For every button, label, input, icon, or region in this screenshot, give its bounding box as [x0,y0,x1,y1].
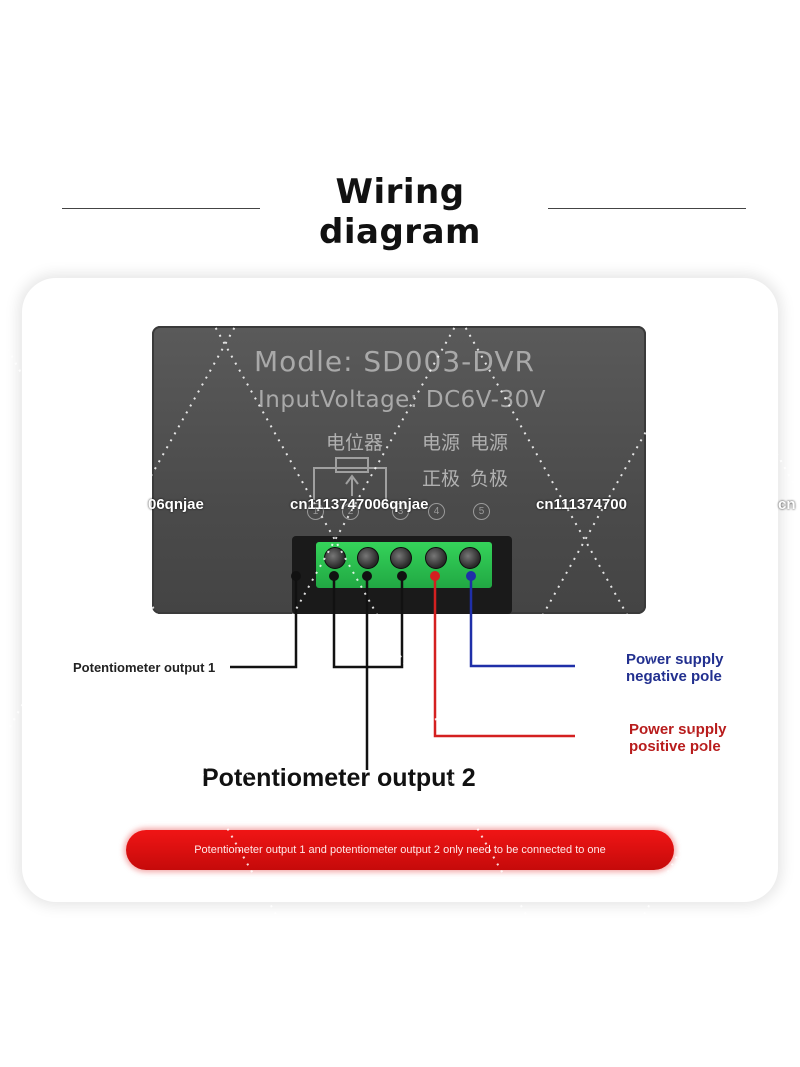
label-pot-output-2: Potentiometer output 2 [202,764,476,792]
wire-dot-2 [329,571,339,581]
title-rule-left [62,208,260,209]
terminal-screw-5 [459,547,481,569]
terminal-screw-2 [357,547,379,569]
terminal-number-3: 3 [392,503,409,520]
title-line-1: Wiring [335,172,465,212]
wire-dot-4 [397,571,407,581]
watermark-text-4: cn [778,496,796,513]
label-power-negative: Power supply negative pole [626,651,724,685]
device-label-positive: 正极 [422,468,461,490]
terminal-number-5: 5 [473,503,490,520]
terminal-screw-4 [425,547,447,569]
device-label-negative: 负极 [470,468,509,490]
watermark-text-2: cn1113747006qnjae [290,496,429,513]
label-power-negative-line2: negative pole [626,668,722,685]
watermark-text-3: cn111374700 [536,496,627,513]
diagram-title: Wiring diagram [0,172,800,252]
wire-dot-1 [291,571,301,581]
label-power-positive-line2: positive pole [629,738,721,755]
label-power-positive: Power supply positive pole [629,721,727,755]
terminal-number-2: 2 [342,503,359,520]
label-pot-output-1: Potentiometer output 1 [73,660,216,675]
device-voltage-label: InputVoltage: DC6V-30V [258,387,546,413]
device-label-power-left: 电源 [422,432,461,454]
wire-dot-positive [430,571,440,581]
terminal-number-4: 4 [428,503,445,520]
label-power-negative-line1: Power supply [626,651,724,668]
wire-dot-negative [466,571,476,581]
title-line-2: diagram [319,212,481,252]
wire-positive [433,576,575,738]
watermark-text-1: 06qnjae [148,496,204,513]
label-power-positive-line1: Power supply [629,721,727,738]
connection-note-banner: Potentiometer output 1 and potentiometer… [126,830,674,870]
device-label-potentiometer: 电位器 [326,432,384,454]
title-rule-right [548,208,746,209]
wire-dot-3 [362,571,372,581]
terminal-screw-3 [390,547,412,569]
device-model-label: Modle: SD003-DVR [254,345,535,378]
device-label-power-right: 电源 [470,432,509,454]
wire-negative [469,576,575,668]
